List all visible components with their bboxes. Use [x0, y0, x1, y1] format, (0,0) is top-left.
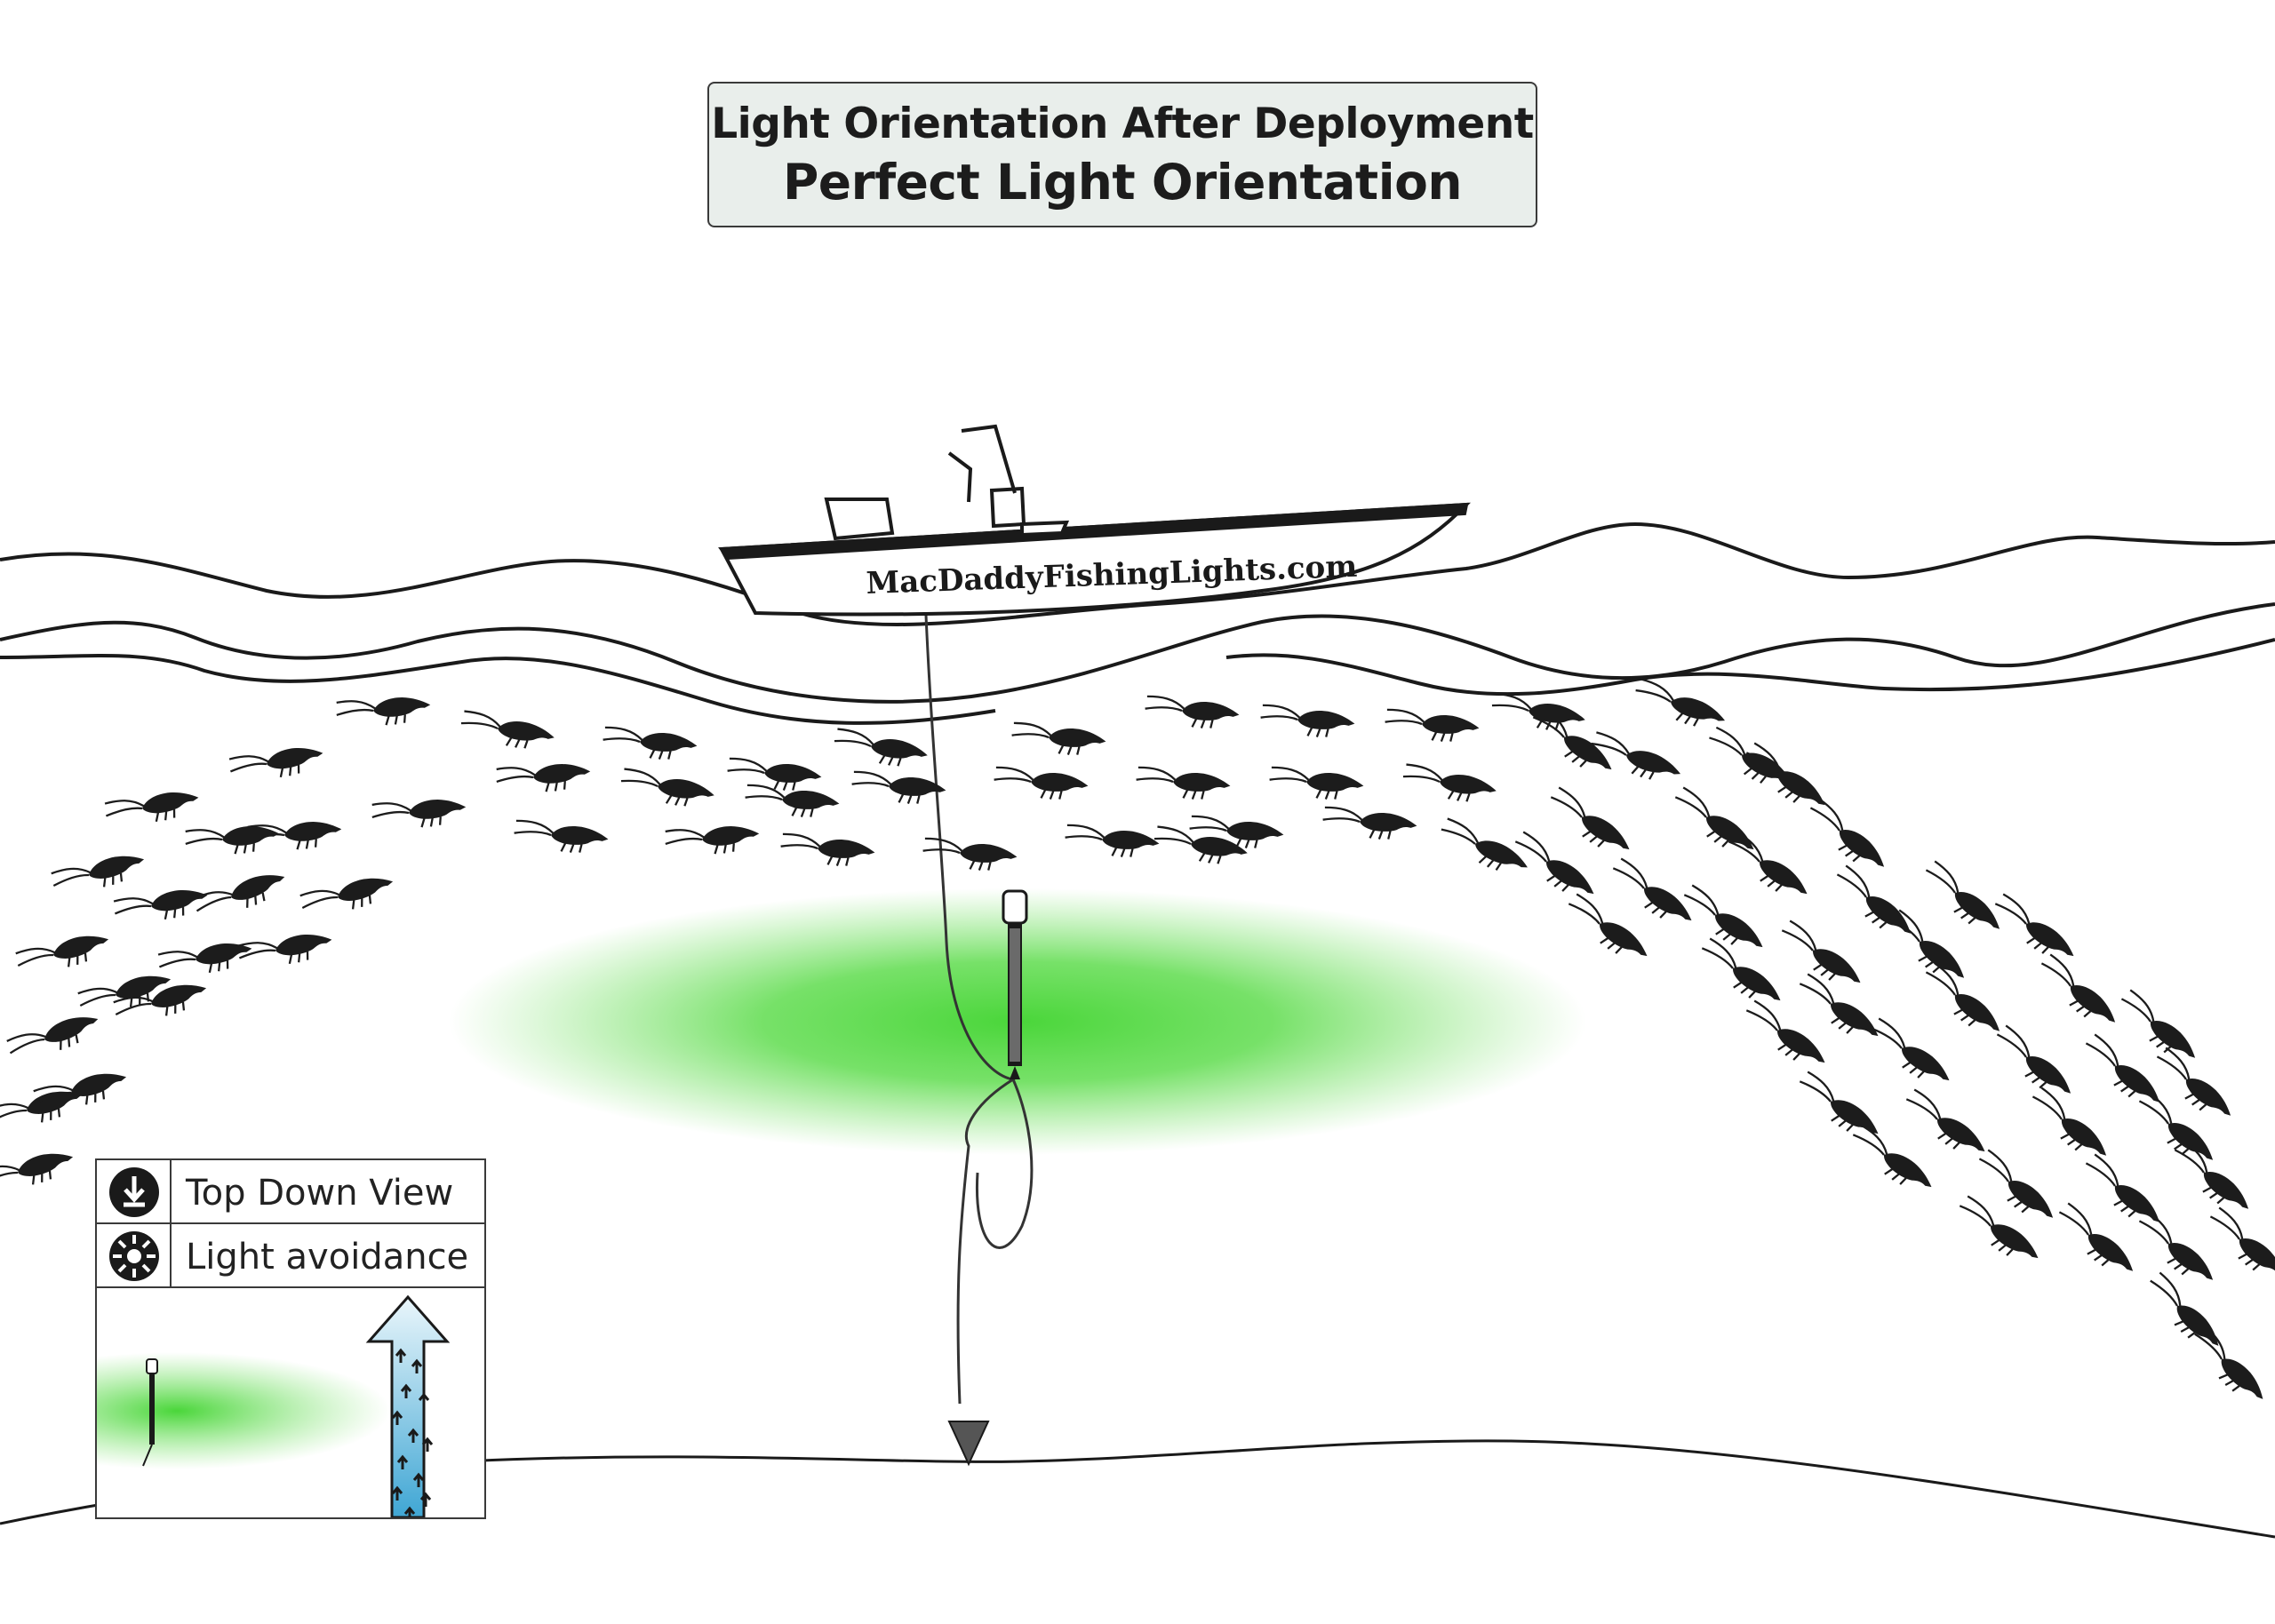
title-line-2: Perfect Light Orientation: [782, 154, 1463, 211]
shrimp-icon: [618, 768, 717, 810]
anchor-line-loop: [975, 1079, 1034, 1249]
mini-arrow-icon: [396, 1454, 409, 1469]
anchor-line: [922, 568, 1018, 1405]
shrimp-icon: [1842, 1123, 1942, 1200]
shrimp-icon: [922, 837, 1018, 872]
anchor-icon: [947, 1421, 990, 1467]
shrimp-icon: [1259, 704, 1356, 738]
shrimp-icon: [369, 787, 469, 838]
mini-arrow-icon: [395, 1348, 407, 1363]
shrimp-icon: [2181, 1323, 2275, 1411]
shrimp-icon: [1433, 816, 1536, 881]
legend-illustration: [97, 1294, 451, 1517]
shrimp-icon: [12, 920, 115, 985]
shrimp-icon: [2029, 951, 2127, 1035]
shrimp-icon: [1878, 907, 1976, 991]
shrimp-icon: [0, 1076, 88, 1141]
title-line-1: Light Orientation After Deployment: [711, 100, 1534, 148]
shrimp-icon: [458, 710, 557, 752]
shrimp-icon: [190, 859, 291, 930]
shrimp-icon: [1268, 766, 1365, 800]
shrimp-icon: [1321, 806, 1418, 840]
shrimp-icon: [2136, 1270, 2231, 1357]
legend: Top Down View Light avoidance: [95, 1158, 486, 1519]
shrimp-icon: [101, 778, 204, 836]
shrimp-icon: [1558, 892, 1657, 969]
shrimp-icon: [1736, 999, 1835, 1076]
shrimp-icon: [1629, 677, 1731, 735]
mini-arrow-icon: [418, 1392, 430, 1407]
mini-arrow-icon: [403, 1506, 416, 1517]
boat: [718, 424, 1471, 617]
shrimp-icon: [1064, 824, 1161, 858]
shrimp-icon: [0, 1138, 79, 1203]
shrimp-icon: [48, 840, 150, 905]
shrimp-icon: [1896, 1087, 1995, 1165]
shrimp-icon: [662, 814, 762, 864]
shrimp-icon: [602, 726, 698, 760]
shrimp-icon: [4, 1001, 105, 1072]
shrimp-icon: [2127, 1209, 2225, 1293]
shrimp-icon: [1010, 721, 1107, 756]
shrimp-icon: [1984, 892, 2084, 969]
shrimp-icon: [2047, 1200, 2145, 1284]
shrimp-icon: [297, 863, 399, 927]
light-avoidance-arrow: [365, 1294, 451, 1517]
shrimp-icon: [1144, 695, 1241, 729]
shrimp-icon: [726, 757, 823, 792]
mini-arrow-icon: [391, 1410, 403, 1425]
fishing-light: [1002, 889, 1028, 1079]
legend-label-top-down-view: Top Down View: [186, 1173, 454, 1214]
shrimp-icon: [493, 752, 594, 802]
shrimp-icon: [2073, 1031, 2172, 1115]
shrimp-icon: [1505, 830, 1604, 907]
legend-item-top-down-view: Top Down View: [97, 1160, 484, 1224]
shrimp-icon: [226, 734, 328, 792]
shrimp-icon: [1913, 858, 2012, 942]
mini-arrow-icon: [400, 1383, 412, 1398]
shrimp-icon: [1135, 766, 1232, 800]
shrimp-icon: [513, 819, 610, 854]
shrimp-icon: [2020, 1085, 2119, 1168]
shrimp-icon: [779, 832, 876, 867]
shrimp-icon: [850, 770, 947, 805]
legend-item-light-avoidance: Light avoidance: [97, 1224, 484, 1288]
shrimp-icon: [1540, 785, 1640, 863]
shrimp-icon: [2162, 1138, 2261, 1222]
shrimp-icon: [1664, 785, 1764, 863]
shrimp-icon: [1984, 1023, 2083, 1106]
shrimp-icon: [1967, 1147, 2065, 1230]
top-down-view-icon: [109, 1167, 159, 1217]
light-avoidance-icon: [109, 1231, 159, 1281]
shrimp-icon: [1860, 1016, 1960, 1094]
shrimp-icon: [1824, 863, 1923, 946]
mini-arrow-icon: [419, 1492, 432, 1507]
shrimp-icon: [1400, 763, 1499, 806]
shrimp-icon: [182, 814, 283, 864]
mini-arrow-icon: [421, 1437, 434, 1452]
legend-glow: [97, 1352, 390, 1469]
title-box: Light Orientation After Deployment Perfe…: [707, 82, 1537, 227]
waves: [0, 521, 2275, 725]
shrimp-icon: [831, 728, 930, 770]
shrimp-icon: [235, 920, 337, 978]
shrimp-icon: [110, 876, 212, 934]
shrimp-icon: [1489, 692, 1588, 735]
mini-arrow-icon: [391, 1485, 403, 1501]
legend-light-icon: [142, 1358, 158, 1467]
shrimp-icon: [2073, 1151, 2172, 1235]
shrimp-icon: [1384, 708, 1481, 743]
shrimp-icon: [993, 766, 1090, 800]
legend-label-light-avoidance: Light avoidance: [186, 1237, 469, 1278]
mini-arrow-icon: [412, 1472, 425, 1487]
mini-arrow-icon: [407, 1428, 419, 1443]
shrimp-icon: [333, 685, 434, 736]
mini-arrow-icon: [411, 1358, 423, 1373]
shrimp-icon: [1691, 936, 1791, 1014]
